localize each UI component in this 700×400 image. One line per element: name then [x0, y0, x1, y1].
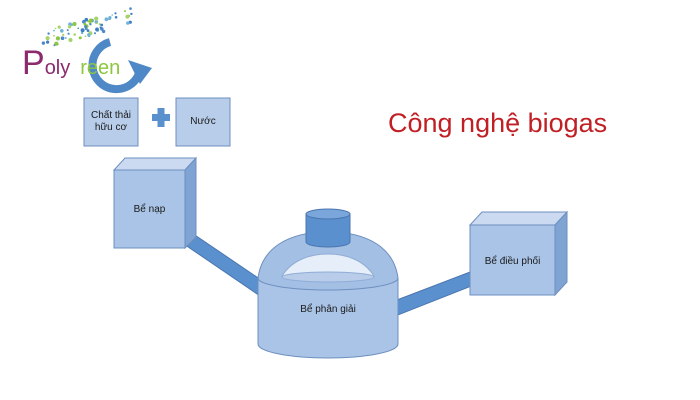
logo-dot	[94, 16, 99, 21]
logo-dot	[67, 25, 72, 29]
logo-dot	[88, 18, 93, 23]
logo-wordmark: P oly reen	[22, 44, 120, 84]
logo-dot	[53, 44, 56, 47]
logo-dot	[84, 35, 87, 38]
logo-dot	[114, 12, 117, 15]
logo-dot	[82, 19, 86, 24]
logo-dot	[104, 17, 109, 22]
logo-dot	[53, 34, 55, 37]
organic-waste-label: Chất thải hữu cơ	[90, 109, 132, 134]
logo-dot	[60, 29, 64, 33]
logo-dot	[124, 10, 126, 13]
digester-label: Bể phân giải	[300, 304, 356, 315]
logo-dot	[94, 32, 96, 35]
logo-dot	[84, 17, 89, 22]
logo-dot	[56, 42, 59, 45]
logo-dot	[57, 25, 61, 29]
logo-dot	[128, 20, 132, 24]
logo-dot	[89, 23, 92, 26]
logo-dot	[72, 22, 77, 26]
logo-dot	[67, 32, 70, 35]
logo-dot	[114, 15, 118, 19]
logo-dots	[41, 7, 133, 47]
plus-icon	[152, 108, 170, 127]
logo-dot	[87, 33, 91, 37]
logo-dot	[53, 29, 55, 32]
feed-tank-label: Bể nạp	[133, 204, 166, 215]
logo-dot	[45, 36, 50, 41]
logo-dot	[41, 41, 46, 45]
logo-dot	[96, 22, 98, 25]
diagram-title: Công nghệ biogas	[388, 108, 608, 138]
regulating-tank-cube	[468, 210, 569, 297]
logo-dot	[68, 37, 73, 43]
logo-dot	[73, 33, 76, 36]
logo-dot	[46, 40, 50, 44]
logo-dot	[108, 16, 112, 20]
logo-dot	[130, 12, 133, 16]
polygreen-logo	[41, 7, 152, 94]
logo-mid: oly	[44, 57, 71, 79]
logo-dot	[129, 7, 132, 10]
arrow-head	[128, 60, 152, 84]
logo-dot	[64, 37, 67, 39]
logo-tail: reen	[80, 57, 121, 79]
water-label: Nước	[190, 115, 216, 127]
logo-dot	[55, 36, 61, 41]
logo-dot	[54, 27, 57, 30]
water-box	[175, 97, 231, 147]
logo-initial: P	[22, 44, 45, 82]
feed-tank-cube	[112, 156, 198, 250]
circular-arrow-icon	[88, 38, 144, 94]
digester-tank	[257, 208, 399, 359]
logo-dot	[95, 27, 99, 32]
logo-dot	[100, 23, 104, 27]
logo-dot	[60, 36, 65, 40]
logo-dot	[62, 33, 65, 37]
logo-dot	[101, 29, 106, 34]
logo-dot	[111, 14, 113, 16]
regulating-tank-label: Bể điều phối	[484, 256, 541, 267]
logo-dot	[78, 36, 82, 40]
logo-dot	[84, 25, 88, 29]
logo-dot	[80, 28, 85, 33]
logo-dot	[125, 14, 130, 19]
logo-dot	[99, 26, 102, 29]
logo-dot	[86, 29, 90, 32]
logo-dot	[77, 27, 79, 30]
logo-dot	[47, 32, 50, 35]
logo-dot	[80, 31, 84, 35]
organic-waste-box	[83, 97, 139, 147]
logo-dot	[126, 21, 130, 25]
logo-dot	[66, 29, 69, 32]
